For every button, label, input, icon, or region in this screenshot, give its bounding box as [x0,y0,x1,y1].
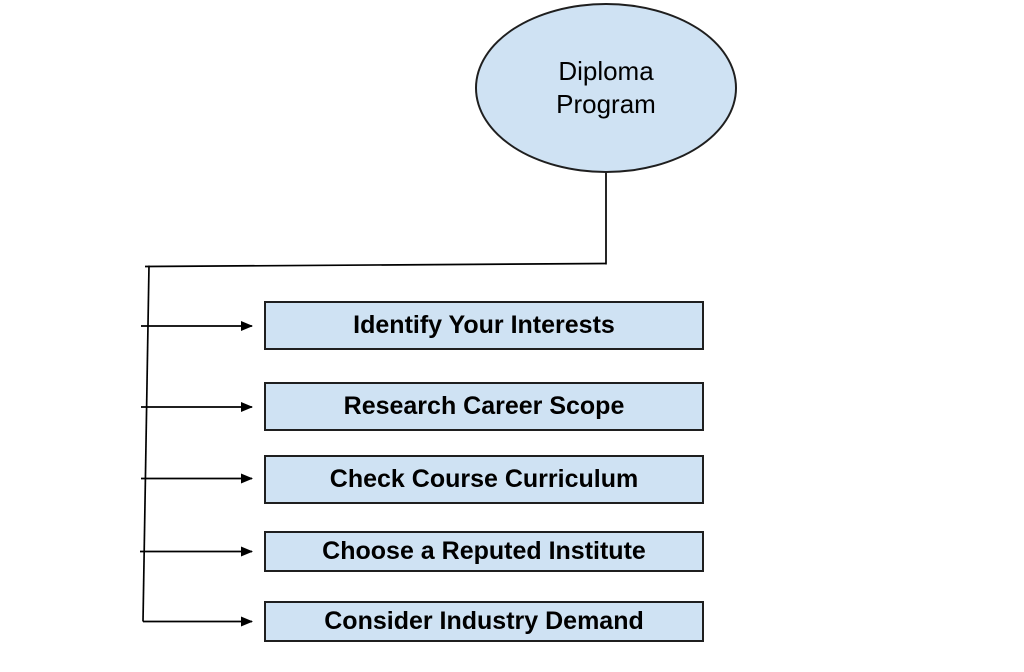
root-node-label: Diploma Program [556,55,656,119]
step-label: Identify Your Interests [353,311,615,339]
step-box-check-course-curriculum: Check Course Curriculum [264,455,704,504]
step-box-identify-interests: Identify Your Interests [264,301,704,350]
step-box-research-career-scope: Research Career Scope [264,382,704,431]
step-box-consider-industry-demand: Consider Industry Demand [264,601,704,642]
step-label: Research Career Scope [343,392,625,420]
step-label: Choose a Reputed Institute [322,537,646,565]
connector-horizontal [144,262,607,268]
step-box-choose-reputed-institute: Choose a Reputed Institute [264,531,704,572]
root-node-diploma-program: Diploma Program [475,3,737,173]
step-label: Check Course Curriculum [329,465,639,493]
step-label: Consider Industry Demand [324,607,644,635]
connector-trunk [142,265,150,622]
